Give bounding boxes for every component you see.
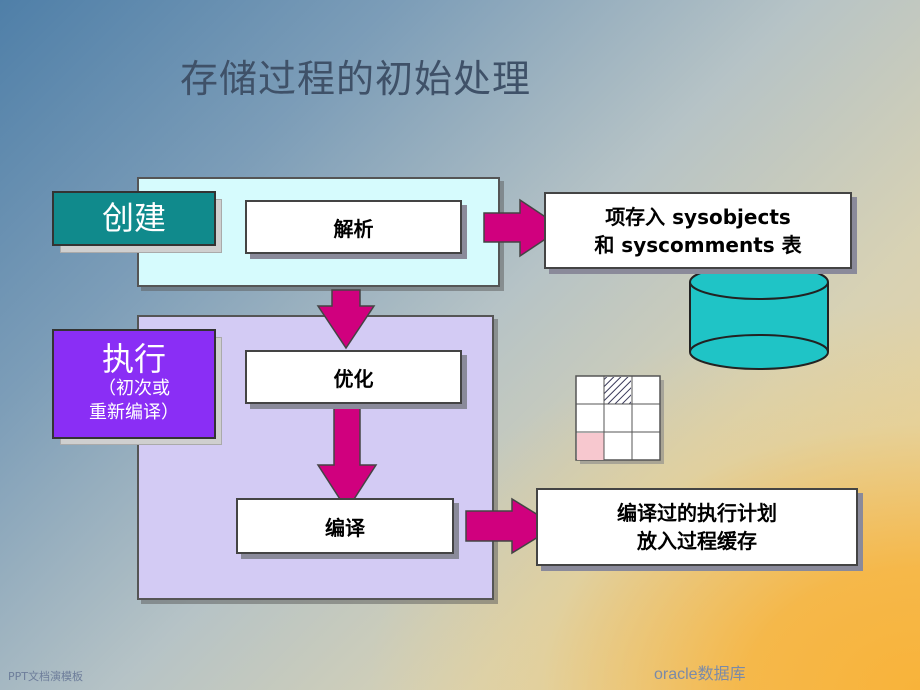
execute-stage-label: 执行 （初次或 重新编译）: [52, 329, 216, 439]
footer-source-text: oracle数据库: [654, 666, 746, 683]
optimize-step-label: 优化: [333, 366, 374, 391]
cache-output-line-1: 编译过的执行计划: [617, 501, 777, 525]
cache-output-line-2: 放入过程缓存: [637, 529, 757, 553]
create-stage-label: 创建: [52, 191, 216, 246]
store-output-line-2: 和 syscomments 表: [594, 232, 802, 257]
compile-step-box: 编译: [236, 498, 454, 554]
arrow-down-icon: [316, 403, 378, 512]
arrow-down-icon: [316, 289, 376, 350]
store-output-line-1: 项存入 sysobjects: [605, 204, 791, 229]
page-title: 存储过程的初始处理: [180, 57, 532, 101]
parse-step-box: 解析: [245, 200, 462, 254]
arrow-right-icon: [465, 497, 558, 555]
arrow-right-icon: [483, 198, 564, 258]
compile-step-label: 编译: [325, 515, 365, 540]
cache-output-box: 编译过的执行计划 放入过程缓存: [536, 488, 858, 566]
execute-stage-title: 执行: [101, 340, 166, 378]
optimize-step-box: 优化: [245, 350, 462, 404]
execute-stage-subtitle-1: （初次或: [98, 378, 170, 399]
execution-plan-grid-icon: [575, 375, 664, 464]
footer-template-text: PPT文档演模板: [8, 670, 83, 683]
database-icon: [689, 264, 829, 370]
parse-step-label: 解析: [333, 216, 374, 241]
execute-stage-subtitle-2: 重新编译）: [89, 402, 179, 423]
store-output-box: 项存入 sysobjects 和 syscomments 表: [544, 192, 852, 269]
